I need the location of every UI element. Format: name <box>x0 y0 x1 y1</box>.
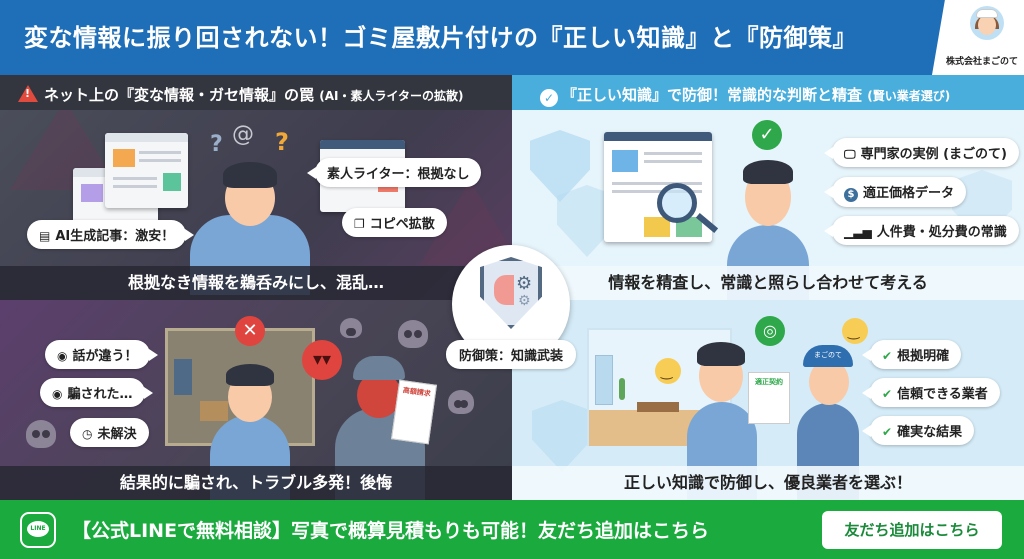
question-mark-icon: ? <box>275 128 289 156</box>
line-icon[interactable]: LINE <box>20 512 56 548</box>
caption-trouble: 結果的に騙され、トラブル多発！後悔 <box>0 466 512 500</box>
bar-chart-icon: ▁▃▅ <box>844 225 872 239</box>
dollar-icon: $ <box>844 188 858 202</box>
contract-document: 適正契約 <box>748 372 790 424</box>
browser-window-illustration <box>604 132 712 242</box>
gear-icon: ⚙ <box>518 293 531 309</box>
warning-icon <box>18 85 38 102</box>
question-mark-icon: ? <box>210 132 223 157</box>
bubble-reliable-result: ✔確実な結果 <box>861 416 975 445</box>
bubble-trustworthy-vendor: ✔信頼できる業者 <box>862 378 1000 407</box>
bubble-deceived: ◉騙された… <box>40 378 152 407</box>
bubble-copy-paste: ❐コピペ拡散 <box>342 208 447 237</box>
left-section-heading: ネット上の『変な情報・ガセ情報』の罠 (AI・素人ライターの拡散) <box>0 75 512 112</box>
trouble-panel: ✕ ▾▾ 高額請求 ◉話が違う！ ◉騙された… ◷未解決 結果的に騙され、トラブ… <box>0 300 512 500</box>
swirl-icon: @ <box>232 122 254 147</box>
x-mark-icon: ✕ <box>235 316 265 346</box>
correct-knowledge-panel: ✓ 🖵専門家の実例 (まごのて) $適正価格データ ▁▃▅人件費・処分費の常識 … <box>512 110 1024 300</box>
bubble-clear-basis: ✔根拠明確 <box>861 340 962 369</box>
double-circle-icon: ◎ <box>755 316 785 346</box>
mascot-avatar-icon <box>970 6 1004 40</box>
line-cta-footer: LINE 【公式LINEで無料相談】写真で概算見積もりも可能！友だち追加はこちら… <box>0 500 1024 559</box>
angry-face-icon: ▾▾ <box>302 340 342 380</box>
defense-label: 防御策：知識武装 <box>446 340 576 369</box>
skull-icon <box>340 318 362 338</box>
bubble-cost-common-sense: ▁▃▅人件費・処分費の常識 <box>824 216 1019 245</box>
header-banner: 変な情報に振り回されない！ゴミ屋敷片付けの『正しい知識』と『防御策』 株式会社ま… <box>0 0 1024 75</box>
smile-icon <box>655 358 681 384</box>
brain-icon <box>494 275 514 305</box>
skull-icon <box>448 390 474 414</box>
line-cta-text[interactable]: 【公式LINEで無料相談】写真で概算見積もりも可能！友だち追加はこちら <box>72 520 710 542</box>
document-icon: ❐ <box>354 217 365 231</box>
staff-cap: まごのて <box>803 345 853 367</box>
pending-icon: ◷ <box>82 427 93 441</box>
shield-icon <box>532 400 592 472</box>
monitor-chart-icon: 🖵 <box>844 147 856 161</box>
check-circle-icon: ✓ <box>540 89 558 107</box>
skull-icon <box>26 420 56 448</box>
magnifier-icon <box>657 183 697 223</box>
caption-confusion: 根拠なき情報を鵜呑みにし、混乱… <box>0 266 512 300</box>
bubble-expert-cases: 🖵専門家の実例 (まごのて) <box>824 138 1019 167</box>
check-icon: ✔ <box>882 387 893 401</box>
bubble-amateur-writer: 素人ライター：根拠なし <box>306 158 482 187</box>
page-title: 変な情報に振り回されない！ゴミ屋敷片付けの『正しい知識』と『防御策』 <box>24 24 857 52</box>
bubble-fair-price: $適正価格データ <box>823 177 967 207</box>
check-icon: ✔ <box>882 349 893 363</box>
check-icon: ✔ <box>882 425 893 439</box>
speaking-icon: ◉ <box>57 349 68 363</box>
caption-scrutinize: 情報を精査し、常識と照らし合わせて考える <box>512 266 1024 300</box>
good-vendor-panel: ◎ 適正契約 まごのて ✔根拠明確 ✔信頼できる業者 ✔確実な結果 正しい知識で… <box>512 300 1024 500</box>
bubble-unresolved: ◷未解決 <box>70 418 149 447</box>
bubble-ai-article: ▤AI生成記事：激安！ <box>27 220 195 249</box>
brand-logo[interactable]: 株式会社まごのて <box>932 0 1024 75</box>
browser-window-illustration <box>105 133 188 208</box>
invoice-illustration: 高額請求 <box>391 379 437 445</box>
add-friend-button[interactable]: 友だち追加はこちら <box>822 511 1002 549</box>
check-icon: ✓ <box>752 120 782 150</box>
right-section-heading: ✓『正しい知識』で防御！常識的な判断と精査 (賢い業者選び) <box>512 75 1024 112</box>
brand-name: 株式会社まごのて <box>946 57 1019 67</box>
skull-icon <box>398 320 428 348</box>
article-icon: ▤ <box>39 229 51 243</box>
smile-icon <box>842 318 868 344</box>
bubble-different-story: ◉話が違う！ <box>45 340 157 369</box>
speaking-icon: ◉ <box>52 387 63 401</box>
caption-choose-good-vendor: 正しい知識で防御し、優良業者を選ぶ！ <box>512 466 1024 500</box>
misinformation-panel: ? @ ? ▤AI生成記事：激安！ 素人ライター：根拠なし ❐コピペ拡散 根拠な… <box>0 110 512 300</box>
gear-icon: ⚙ <box>516 273 533 294</box>
